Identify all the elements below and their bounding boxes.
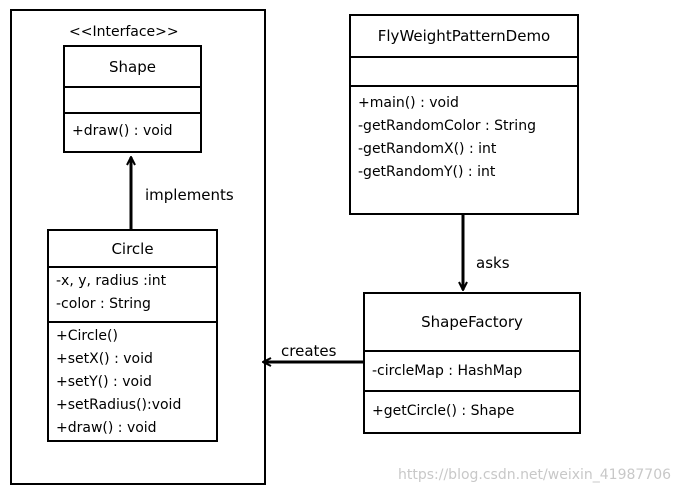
left-container-frame bbox=[10, 9, 266, 485]
demo-method: +main() : void bbox=[358, 95, 459, 111]
demo-methods: +main() : void -getRandomColor : String … bbox=[351, 87, 577, 184]
circle-method: +Circle() bbox=[56, 328, 118, 344]
shape-class-name: Shape bbox=[65, 47, 200, 88]
factory-attribute: -circleMap : HashMap bbox=[372, 363, 523, 379]
factory-class-box: ShapeFactory -circleMap : HashMap +getCi… bbox=[363, 292, 581, 434]
shape-methods: +draw() : void bbox=[65, 114, 200, 143]
factory-methods: +getCircle() : Shape bbox=[365, 392, 579, 423]
factory-method: +getCircle() : Shape bbox=[372, 403, 515, 419]
creates-label: creates bbox=[281, 342, 337, 360]
watermark: https://blog.csdn.net/weixin_41987706 bbox=[398, 467, 672, 483]
factory-class-name: ShapeFactory bbox=[365, 294, 579, 352]
circle-method: +setX() : void bbox=[56, 351, 153, 367]
demo-class-box: FlyWeightPatternDemo +main() : void -get… bbox=[349, 14, 579, 215]
demo-attributes bbox=[351, 58, 577, 87]
factory-attributes: -circleMap : HashMap bbox=[365, 352, 579, 392]
asks-label: asks bbox=[476, 254, 510, 272]
circle-attribute: -x, y, radius :int bbox=[56, 273, 167, 289]
circle-attribute: -color : String bbox=[56, 296, 151, 312]
implements-label: implements bbox=[145, 186, 234, 204]
demo-class-name: FlyWeightPatternDemo bbox=[351, 16, 577, 58]
circle-method: +setY() : void bbox=[56, 374, 152, 390]
circle-attributes: -x, y, radius :int -color : String bbox=[49, 268, 216, 323]
circle-class-box: Circle -x, y, radius :int -color : Strin… bbox=[47, 229, 218, 442]
circle-methods: +Circle() +setX() : void +setY() : void … bbox=[49, 323, 216, 440]
demo-method: -getRandomColor : String bbox=[358, 118, 536, 134]
circle-method: +setRadius():void bbox=[56, 397, 182, 413]
interface-stereotype: <<Interface>> bbox=[69, 24, 179, 40]
circle-class-name: Circle bbox=[49, 231, 216, 268]
shape-class-box: Shape +draw() : void bbox=[63, 45, 202, 153]
demo-method: -getRandomY() : int bbox=[358, 164, 496, 180]
demo-method: -getRandomX() : int bbox=[358, 141, 497, 157]
shape-attributes bbox=[65, 88, 200, 114]
circle-method: +draw() : void bbox=[56, 420, 157, 436]
shape-method: +draw() : void bbox=[72, 123, 173, 139]
